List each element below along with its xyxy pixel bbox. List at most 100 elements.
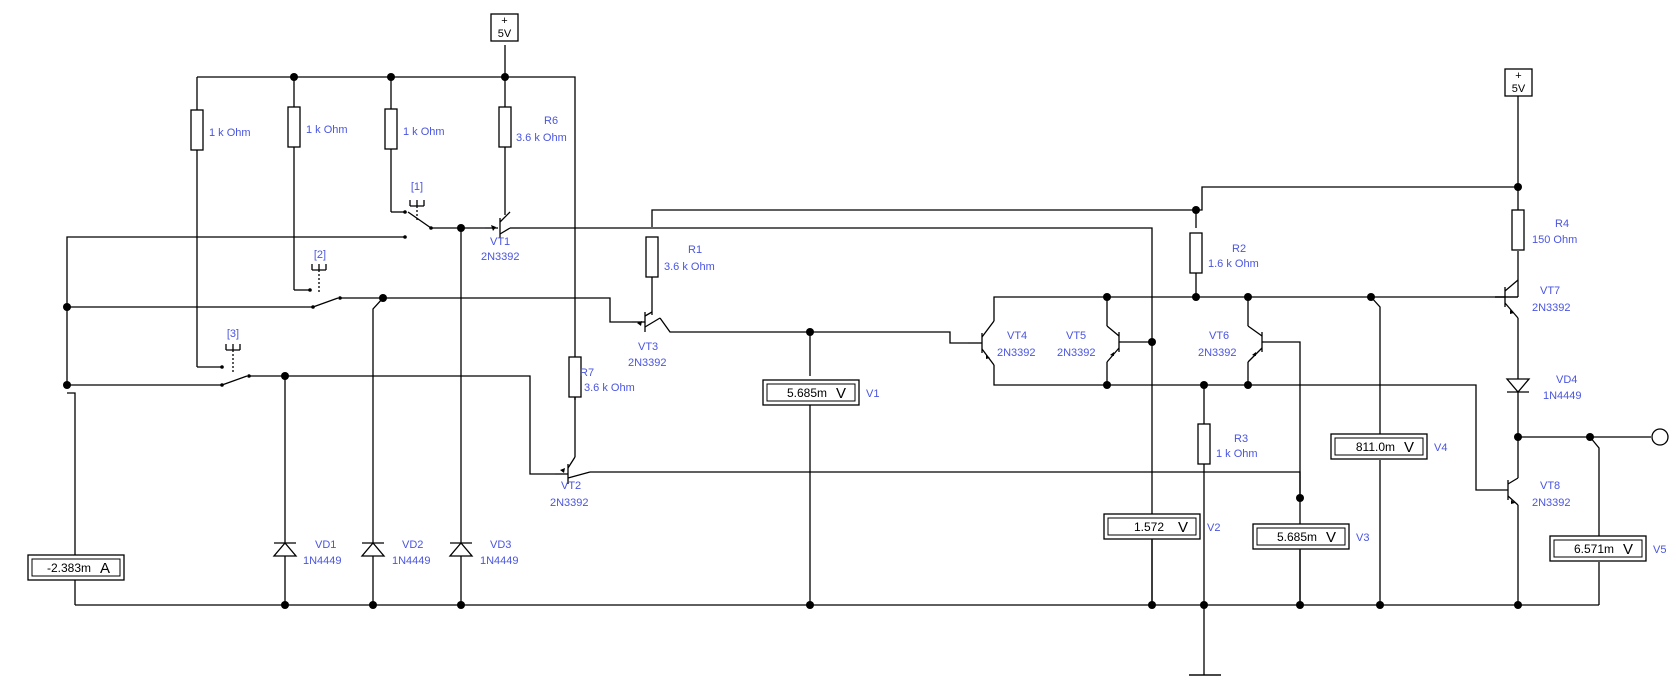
junction-dot [387, 73, 395, 81]
meter-value: 6.571m [1574, 542, 1614, 556]
transistor-vt7[interactable]: VT7 2N3392 [1495, 279, 1571, 319]
meter-name: V1 [866, 388, 879, 400]
diode-vd1[interactable]: VD1 1N4449 [272, 535, 342, 567]
meter-name: V2 [1207, 522, 1220, 534]
transistor-model: 2N3392 [997, 347, 1036, 359]
resistor-value: 3.6 k Ohm [516, 132, 567, 144]
meter-unit: V [1178, 519, 1188, 536]
junction-dot [1192, 206, 1200, 214]
resistor-value: 1 k Ohm [306, 124, 348, 136]
resistor-value: 1 k Ohm [403, 126, 445, 138]
transistor-name: VT7 [1540, 285, 1560, 297]
diode-vd2[interactable]: VD2 1N4449 [360, 535, 431, 567]
resistor-value: 1 k Ohm [209, 127, 251, 139]
transistor-model: 2N3392 [628, 357, 667, 369]
switch-3[interactable]: [3] [220, 328, 251, 387]
voltmeter-v1[interactable]: 5.685m V V1 [762, 379, 879, 406]
power-label: 5V [498, 28, 512, 40]
resistor-r4[interactable]: R4 150 Ohm [1511, 209, 1577, 251]
transistor-vt8[interactable]: VT8 2N3392 [1507, 477, 1571, 509]
diode-vd4[interactable]: VD4 1N4449 [1505, 374, 1582, 402]
junction-dot [806, 601, 814, 609]
transistor-vt6[interactable]: VT6 2N3392 [1198, 325, 1264, 363]
junction-dot [457, 601, 465, 609]
resistor-name: R4 [1555, 218, 1569, 230]
power-label: 5V [1512, 83, 1526, 95]
resistor-r3[interactable]: R3 1 k Ohm [1197, 423, 1258, 465]
diode-vd3[interactable]: VD3 1N4449 [448, 535, 519, 567]
transistor-name: VT3 [638, 341, 658, 353]
ammeter-a1[interactable]: -2.383m A [27, 554, 125, 581]
junction-dot [1200, 381, 1208, 389]
junction-dot [369, 601, 377, 609]
voltmeter-v2[interactable]: 1.572 V V2 [1103, 513, 1220, 540]
switch-1[interactable]: [1] [403, 181, 433, 239]
resistor-r6[interactable]: R6 3.6 k Ohm [498, 106, 567, 148]
transistor-model: 2N3392 [1198, 347, 1237, 359]
resistor-value: 3.6 k Ohm [584, 382, 635, 394]
junction-dot [1200, 601, 1208, 609]
resistor-r2[interactable]: R2 1.6 k Ohm [1189, 232, 1259, 274]
junction-dot [1586, 433, 1594, 441]
meter-value: 811.0m [1356, 440, 1395, 454]
transistor-model: 2N3392 [550, 497, 589, 509]
resistor-value: 1 k Ohm [1216, 448, 1258, 460]
diode-model: 1N4449 [480, 555, 519, 567]
resistor-ra[interactable]: 1 k Ohm [190, 109, 251, 151]
resistor-name: R6 [544, 115, 558, 127]
transistor-model: 2N3392 [1532, 302, 1571, 314]
resistor-name: R7 [580, 367, 594, 379]
resistor-r7[interactable]: R7 3.6 k Ohm [568, 356, 635, 398]
switch-2[interactable]: [2] [308, 249, 342, 309]
resistor-rb[interactable]: 1 k Ohm [287, 106, 348, 148]
junction-dot [1192, 293, 1200, 301]
transistor-vt3[interactable]: VT3 2N3392 [628, 311, 667, 369]
junctions [63, 73, 1594, 609]
voltmeter-v3[interactable]: 5.685m V V3 [1252, 523, 1369, 550]
svg-text:+: + [501, 15, 507, 27]
transistor-model: 2N3392 [1057, 347, 1096, 359]
junction-dot [379, 294, 387, 302]
junction-dot [1296, 494, 1304, 502]
junction-dot [281, 601, 289, 609]
junction-dot [1244, 293, 1252, 301]
output-terminal[interactable] [1651, 428, 1669, 446]
meter-unit: V [836, 385, 846, 402]
voltmeter-v5[interactable]: 6.571m V V5 [1549, 535, 1666, 562]
meter-unit: V [1326, 529, 1336, 546]
transistor-model: 2N3392 [1532, 497, 1571, 509]
meter-value: 5.685m [787, 386, 827, 400]
voltmeter-v4[interactable]: 811.0m V V4 [1330, 433, 1447, 460]
diode-name: VD1 [315, 539, 336, 551]
diode-name: VD3 [490, 539, 511, 551]
junction-dot [501, 73, 509, 81]
junction-dot [1376, 601, 1384, 609]
junction-dot [281, 372, 289, 380]
junction-dot [1103, 381, 1111, 389]
transistor-name: VT4 [1007, 330, 1027, 342]
transistor-name: VT2 [561, 480, 581, 492]
junction-dot [1514, 433, 1522, 441]
power-source-5v-right[interactable]: + 5V [1504, 68, 1533, 97]
diode-model: 1N4449 [303, 555, 342, 567]
transistor-name: VT1 [490, 236, 510, 248]
junction-dot [63, 303, 71, 311]
transistor-vt2[interactable]: VT2 2N3392 [550, 449, 591, 509]
junction-dot [1148, 338, 1156, 346]
resistor-rc[interactable]: 1 k Ohm [384, 108, 445, 150]
meter-name: V5 [1653, 544, 1666, 556]
transistor-vt1[interactable]: VT1 2N3392 [481, 211, 520, 263]
transistor-vt4[interactable]: VT4 2N3392 [968, 320, 1036, 366]
power-source-5v-left[interactable]: + 5V [490, 13, 519, 42]
meter-name: V3 [1356, 532, 1369, 544]
resistor-value: 1.6 k Ohm [1208, 258, 1259, 270]
resistor-value: 3.6 k Ohm [664, 261, 715, 273]
resistor-value: 150 Ohm [1532, 234, 1577, 246]
diode-model: 1N4449 [1543, 390, 1582, 402]
resistor-r1[interactable]: R1 3.6 k Ohm [645, 236, 715, 278]
switch-key: [2] [314, 249, 326, 261]
junction-dot [806, 328, 814, 336]
transistor-vt5[interactable]: VT5 2N3392 [1057, 325, 1121, 363]
diode-name: VD4 [1556, 374, 1577, 386]
